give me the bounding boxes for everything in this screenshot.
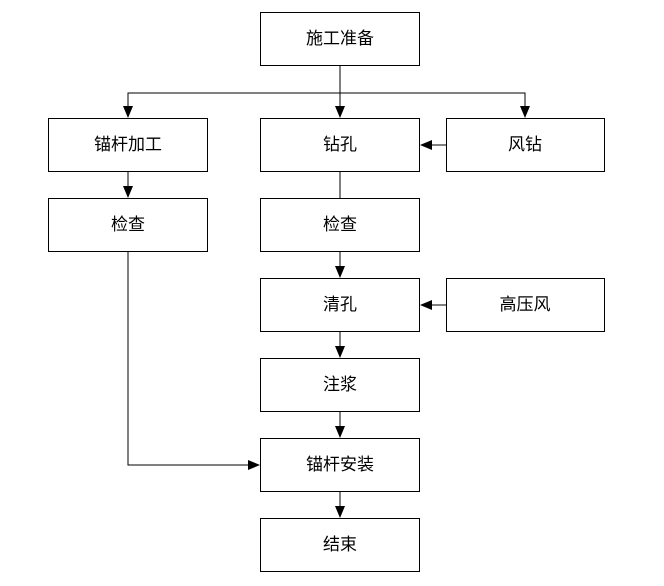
node-air-drill-label: 风钻 [508,135,542,155]
node-bolt-installation-box [260,438,420,492]
arrow-head-down [520,106,530,118]
node-high-pressure-air-label: 高压风 [500,295,551,315]
node-start: 施工准备 [260,12,420,66]
node-grouting-label: 注浆 [323,375,357,395]
node-high-pressure-air-box [446,278,605,332]
node-start-box [260,12,420,66]
arrow-head-down [335,426,345,438]
edge-inspect-left-to-installation [127,252,248,466]
arrow-head-down [123,106,133,118]
node-end-box [260,518,420,572]
arrow-head-left [420,300,432,310]
arrow-head-down [123,186,133,198]
node-hole-cleaning-box [260,278,420,332]
node-grouting-box [260,358,420,412]
arrow-head-down [335,346,345,358]
arrow-head-down [335,266,345,278]
node-bolt-processing-box [48,118,208,172]
node-inspect-center-label: 检查 [323,215,357,235]
arrowheads [123,106,530,518]
node-air-drill-box [446,118,605,172]
node-inspect-center-box [260,198,420,252]
node-hole-cleaning: 清孔 [260,278,420,332]
node-drilling-box [260,118,420,172]
node-bolt-processing-label: 锚杆加工 [94,135,162,155]
arrow-head-right [248,460,260,470]
node-bolt-processing: 锚杆加工 [48,118,208,172]
node-end-label: 结束 [323,535,357,555]
node-start-label: 施工准备 [306,29,374,49]
node-bolt-installation: 锚杆安装 [260,438,420,492]
node-inspect-left: 检查 [48,198,208,252]
node-inspect-left-box [48,198,208,252]
arrow-head-left [420,140,432,150]
node-high-pressure-air: 高压风 [446,278,605,332]
node-inspect-center: 检查 [260,198,420,252]
edge-start-to-air-drill [340,92,526,108]
node-grouting: 注浆 [260,358,420,412]
arrow-head-down [335,506,345,518]
node-hole-cleaning-label: 清孔 [323,295,357,315]
node-bolt-installation-label: 锚杆安装 [306,455,374,475]
node-drilling-label: 钻孔 [323,135,357,155]
node-inspect-left-label: 检查 [111,215,145,235]
edge-start-to-branches [127,66,341,108]
arrow-head-down [335,106,345,118]
node-end: 结束 [260,518,420,572]
node-air-drill: 风钻 [446,118,605,172]
node-drilling: 钻孔 [260,118,420,172]
